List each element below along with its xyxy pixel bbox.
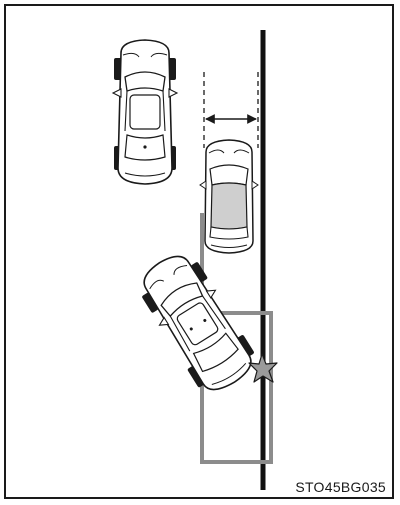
diagram-frame	[4, 4, 394, 499]
moving-car	[142, 255, 254, 391]
collision-star-icon	[248, 353, 278, 383]
car-top-left	[111, 39, 179, 185]
parked-car	[199, 139, 259, 254]
figure-code: STO45BG035	[295, 479, 386, 495]
